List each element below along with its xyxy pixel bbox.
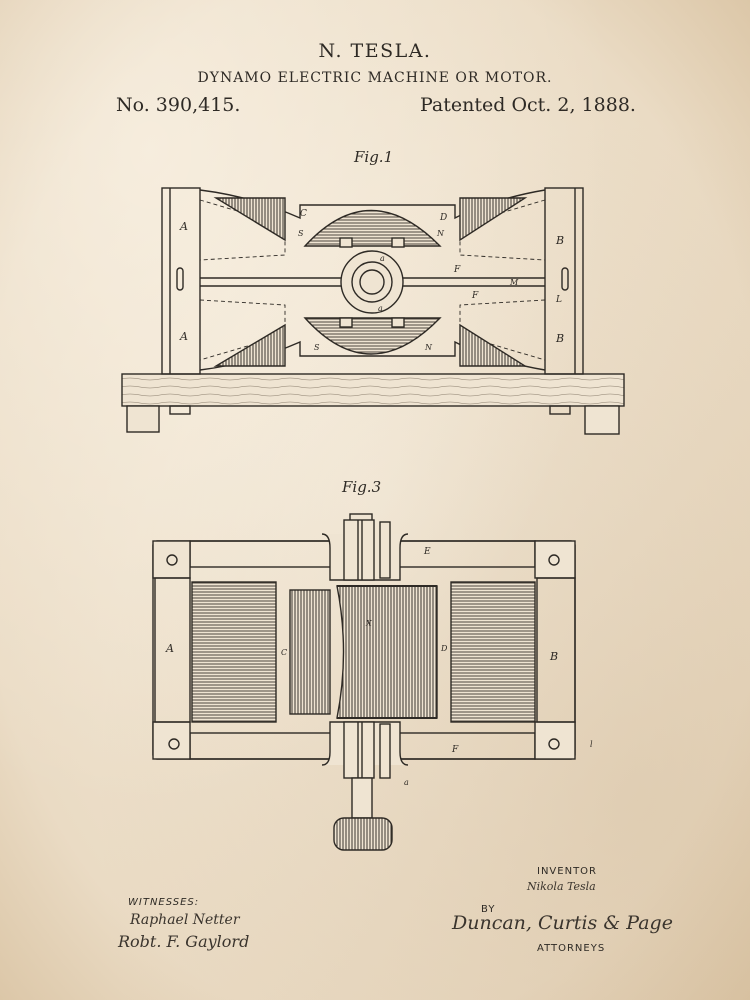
fig3-lower-shaft (351, 777, 373, 819)
fig3-pole-right (536, 577, 576, 723)
fig3-pulley (333, 817, 393, 851)
fig1-pillar-left (161, 187, 201, 375)
by-label: BY (481, 904, 496, 915)
fig1-letter-a2: A (179, 330, 188, 343)
fig1-letter-f2: F (471, 291, 479, 301)
inventor-signature: Nikola Tesla (527, 880, 596, 893)
fig3-drawing (152, 513, 576, 851)
patent-subtitle: DYNAMO ELECTRIC MACHINE OR MOTOR. (197, 70, 553, 86)
fig3-letter-d: D (440, 644, 448, 653)
fig3-letter-x: X (365, 619, 372, 628)
fig1-base-foot-left (126, 405, 160, 433)
fig1-bolt-left (169, 405, 191, 415)
fig1-letter-f1: F (453, 265, 461, 275)
patent-title: N. TESLA. (318, 40, 432, 62)
fig1-armature-top (303, 209, 442, 247)
witnesses-label: WITNESSES: (128, 897, 200, 908)
fig1-letter-n2: N (424, 343, 433, 352)
fig3-pole-left (154, 577, 191, 723)
fig1-bolt-right (549, 405, 571, 415)
fig1-letter-n1: N (436, 229, 445, 238)
patent-number: No. 390,415. (116, 94, 241, 116)
witness-signature-2: Robt. F. Gaylord (118, 932, 250, 951)
fig1-letter-l: L (555, 295, 562, 305)
fig1-letter-c: C (300, 209, 307, 219)
fig1-letter-a1: A (179, 220, 188, 233)
fig1-base-board (121, 373, 625, 407)
fig1-letter-a-small1: a (380, 254, 385, 263)
fig3-letter-e: E (423, 547, 431, 557)
witness-signature-1: Raphael Netter (130, 912, 240, 928)
attorney-signature: Duncan, Curtis & Page (452, 912, 673, 934)
fig3-letter-a: A (165, 642, 174, 655)
fig3-letter-c: C (281, 648, 287, 657)
fig1-letter-b2: B (555, 332, 564, 345)
fig1-letter-s2: S (314, 343, 320, 352)
fig1-base-foot-right (584, 405, 620, 435)
fig1-letter-b1: B (555, 234, 564, 247)
fig3-coil-right (450, 581, 536, 723)
fig3-letter-b: B (549, 650, 558, 663)
fig1-coil-bottom-right (459, 323, 528, 367)
patent-date: Patented Oct. 2, 1888. (420, 94, 636, 116)
inventor-label: INVENTOR (537, 866, 597, 877)
fig1-label: Fig.1 (354, 148, 394, 166)
fig1-drawing (121, 187, 625, 435)
fig3-label: Fig.3 (342, 478, 382, 496)
fig3-coil-left (191, 581, 277, 723)
fig1-pillar-right (544, 187, 584, 375)
fig1-letter-a-small2: a (378, 304, 383, 313)
fig1-letter-s1: S (298, 229, 304, 238)
fig1-coil-top-left (213, 197, 286, 242)
fig3-coil-inner-left (289, 589, 331, 715)
fig3-armature (336, 585, 438, 719)
fig1-hub (340, 250, 404, 314)
fig1-letter-d: D (439, 213, 447, 223)
attorneys-label: ATTORNEYS (537, 943, 606, 954)
fig1-armature-bottom (303, 317, 442, 355)
fig3-letters: A B E F C D X a l (165, 547, 593, 787)
fig3-letter-f: F (451, 745, 459, 755)
fig3-letter-a-small: a (404, 778, 409, 787)
fig1-coil-top-right (459, 197, 528, 242)
fig1-letter-m: M (509, 278, 519, 287)
fig1-coil-bottom-left (213, 323, 286, 367)
fig3-letter-l: l (590, 740, 593, 749)
fig1-letters: A A B B C D F F M S S N N a a L (179, 209, 564, 352)
